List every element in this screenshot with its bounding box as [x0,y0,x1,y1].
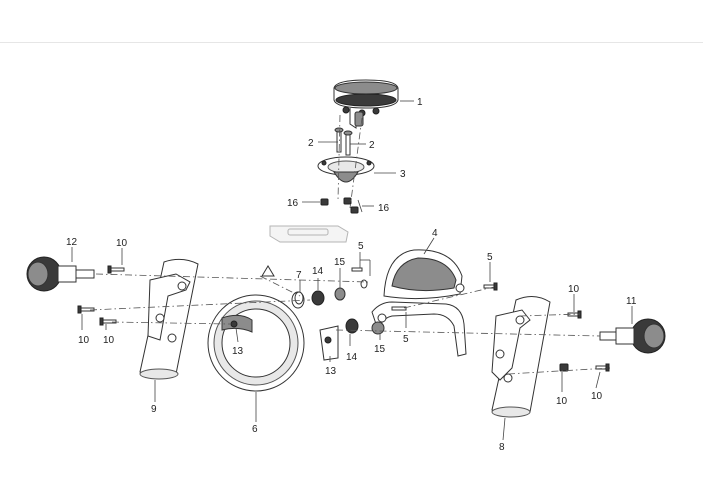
mounting-plate-part [317,156,375,183]
callout-1: 1 [417,97,423,108]
callout-5: 5 [358,241,364,252]
headlight-cover-part [371,249,467,357]
left-indicator-part [26,256,95,292]
callout-2: 2 [308,138,314,149]
right-fork-cover-part [491,296,551,418]
right-indicator-part [599,318,666,354]
callout-4: 4 [432,228,438,239]
callout-2: 2 [369,140,375,151]
callout-10: 10 [116,238,128,249]
callout-9: 9 [151,404,157,415]
callout-15: 15 [374,344,386,355]
callout-11: 11 [626,296,637,307]
screw-part [77,265,610,372]
callout-16: 16 [378,203,390,214]
callout-10: 10 [103,335,115,346]
callout-10: 10 [556,396,568,407]
callout-13: 13 [232,346,244,357]
callout-12: 12 [66,237,78,248]
callout-15: 15 [334,257,346,268]
callout-5: 5 [487,252,493,263]
left-fork-cover-part [139,258,199,380]
ghost-bracket-part [269,225,349,243]
side-bracket-part [319,325,339,361]
callout-13: 13 [325,366,337,377]
headlight-bracket-part [221,314,253,333]
top-divider [0,42,703,43]
callout-3: 3 [400,169,406,180]
leader-lines [71,100,633,441]
callout-10: 10 [568,284,580,295]
callout-8: 8 [499,442,505,453]
assembly-lines [89,114,611,375]
callout-10: 10 [78,335,90,346]
callout-10: 10 [591,391,603,402]
callout-14: 14 [312,266,324,277]
bolt-pair-part [334,127,353,156]
callout-14: 14 [346,352,358,363]
callout-labels: 1 2 2 3 16 16 4 5 5 5 12 10 10 10 10 10 … [66,97,637,453]
nut-part [320,197,359,214]
callout-7: 7 [296,270,302,281]
callout-5: 5 [403,334,409,345]
callout-16: 16 [287,198,299,209]
instrument-cluster-part [333,79,399,129]
callout-6: 6 [252,424,258,435]
